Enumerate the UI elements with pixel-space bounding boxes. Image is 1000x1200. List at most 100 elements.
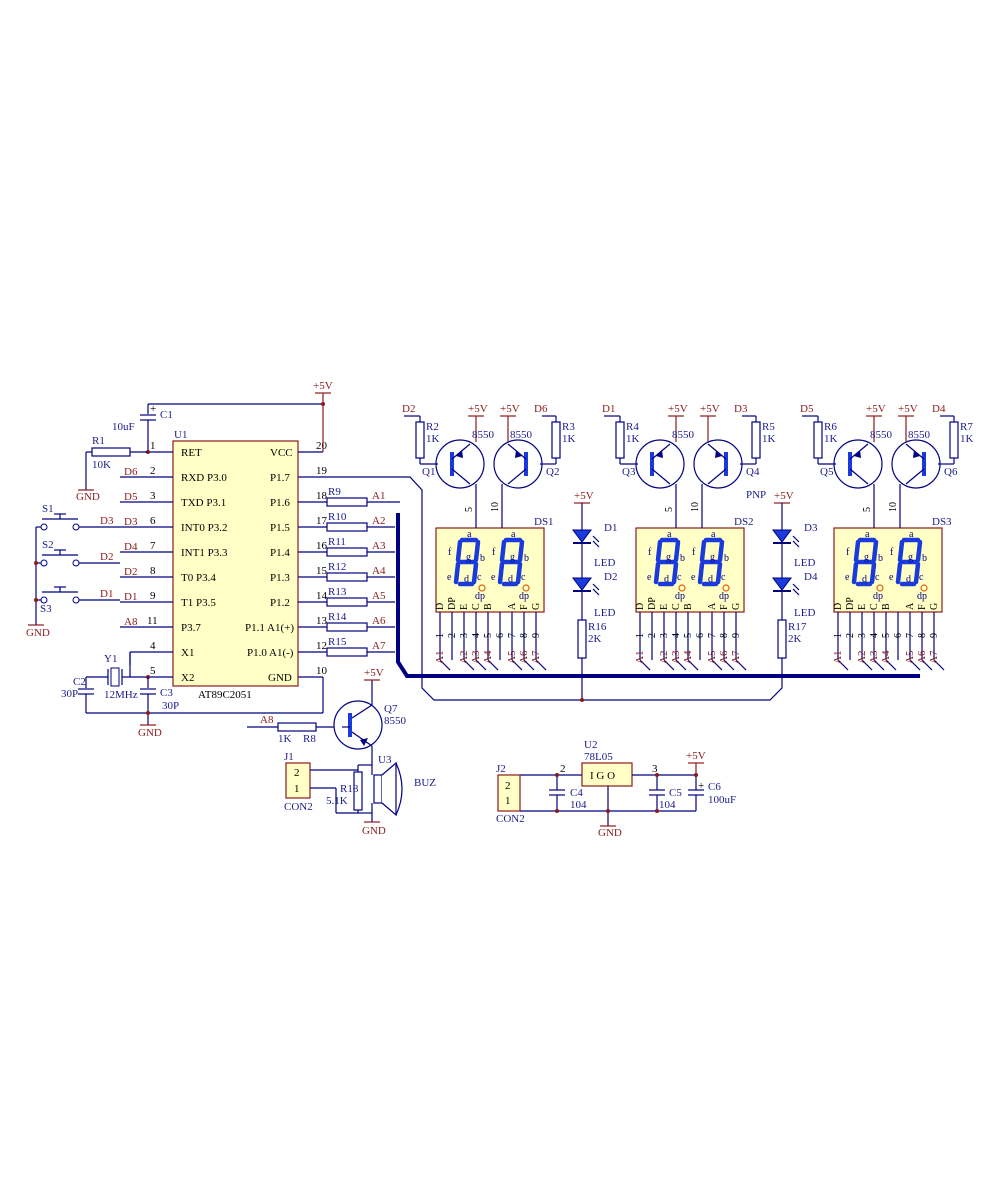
vcc-label: +5V	[898, 403, 918, 415]
net-label: A5	[706, 650, 718, 664]
segment	[473, 539, 481, 563]
c6-ref: C6	[708, 781, 721, 793]
pnp-transistor	[635, 439, 685, 489]
r18-ref: R18	[340, 783, 359, 795]
net-label: D4	[932, 403, 946, 415]
segment	[671, 561, 679, 585]
u3-ref: U3	[378, 754, 392, 766]
pin-number: 2	[845, 633, 856, 638]
segment-letter: g	[466, 552, 471, 563]
switch-s3: S3 D1	[36, 586, 120, 615]
switch-ref: S1	[42, 503, 54, 515]
pin-letter: B	[881, 603, 892, 610]
resistor-ref: R16	[588, 621, 607, 633]
segment-letter: a	[467, 529, 472, 540]
transistor-ref: Q2	[546, 466, 559, 478]
pin-letter: DP	[845, 597, 856, 610]
transistor-ref: Q3	[622, 466, 636, 478]
segment-letter: c	[875, 572, 880, 583]
c5-val: 104	[659, 799, 676, 811]
led-label: LED	[794, 557, 815, 569]
net-label: A8	[260, 714, 274, 726]
pin-letter: C	[671, 603, 682, 610]
gnd-label: GND	[138, 727, 162, 739]
segment-letter: c	[521, 572, 526, 583]
net-label: A5	[372, 590, 386, 602]
segment-letter: c	[721, 572, 726, 583]
segment	[517, 539, 525, 563]
segment-letter: e	[845, 572, 850, 583]
pin-number: 9	[731, 633, 742, 638]
pin-number: 8	[519, 633, 530, 638]
segment-resistors: R9 R10 R11 R12 R13 R14 R15 A1 A2 A3 A4 A…	[326, 486, 400, 657]
transistor-ref: Q5	[820, 466, 834, 478]
gnd-label: GND	[26, 627, 50, 639]
net-label: A7	[730, 650, 742, 664]
seven-seg-display	[635, 527, 745, 613]
pin-letter: E	[659, 604, 670, 610]
pin-letter: A	[707, 602, 718, 610]
segment	[471, 561, 479, 585]
display-ref: DS3	[932, 516, 952, 528]
j2-ref: J2	[496, 763, 506, 775]
pin-letter: A	[905, 602, 916, 610]
pin-number: 5	[464, 507, 475, 512]
pin-number: 8	[917, 633, 928, 638]
segment-letter: d	[862, 574, 867, 585]
net-label: D1	[602, 403, 615, 415]
pin-name: VCC	[270, 447, 293, 459]
segment-letter: e	[691, 572, 696, 583]
pin-name: P1.5	[270, 522, 290, 534]
pin-number: 1	[833, 633, 844, 638]
vcc-label: +5V	[866, 403, 886, 415]
segment	[653, 561, 661, 585]
pin-name: GND	[268, 672, 292, 684]
segment-letter: f	[890, 547, 894, 558]
base-resistor	[551, 421, 561, 459]
switches: GND S1 D3 S2 D2	[26, 503, 120, 639]
led-ref: D3	[804, 522, 818, 534]
pin-letter: E	[857, 604, 868, 610]
segment	[497, 561, 505, 585]
r8-ref: R8	[303, 733, 316, 745]
resistor	[326, 622, 368, 632]
pin-number: 10	[888, 502, 899, 512]
j1-ref: J1	[284, 751, 294, 763]
c4-ref: C4	[570, 787, 583, 799]
u2-pin-out: 3	[652, 763, 658, 775]
pin-letter: A	[507, 602, 518, 610]
base-resistor	[813, 421, 823, 459]
pin-letter: C	[869, 603, 880, 610]
led-resistor	[577, 619, 587, 659]
segment	[699, 539, 707, 563]
c2-val: 30P	[61, 688, 78, 700]
transistor-type: 8550	[510, 429, 533, 441]
pin-letter: B	[483, 603, 494, 610]
res-ref: R12	[328, 561, 346, 573]
pin-letter: D	[635, 603, 646, 610]
pin-letter: G	[929, 603, 940, 610]
pin-num: 5	[150, 665, 156, 677]
segment-letter: g	[864, 552, 869, 563]
c6-val: 100uF	[708, 794, 736, 806]
net-label: D5	[800, 403, 814, 415]
pin-number: 10	[690, 502, 701, 512]
resistor-ref: R7	[960, 421, 973, 433]
pnp-note: PNP	[746, 489, 766, 501]
segment	[913, 561, 921, 585]
switch-ref: S3	[40, 603, 52, 615]
led-ref: D4	[804, 571, 818, 583]
transistor-ref: Q6	[944, 466, 958, 478]
cap-plus: +	[698, 780, 704, 792]
pin-number: 6	[495, 633, 506, 638]
mcu-part: AT89C2051	[198, 689, 252, 701]
decimal-point	[876, 584, 884, 592]
net-label: A5	[904, 650, 916, 664]
